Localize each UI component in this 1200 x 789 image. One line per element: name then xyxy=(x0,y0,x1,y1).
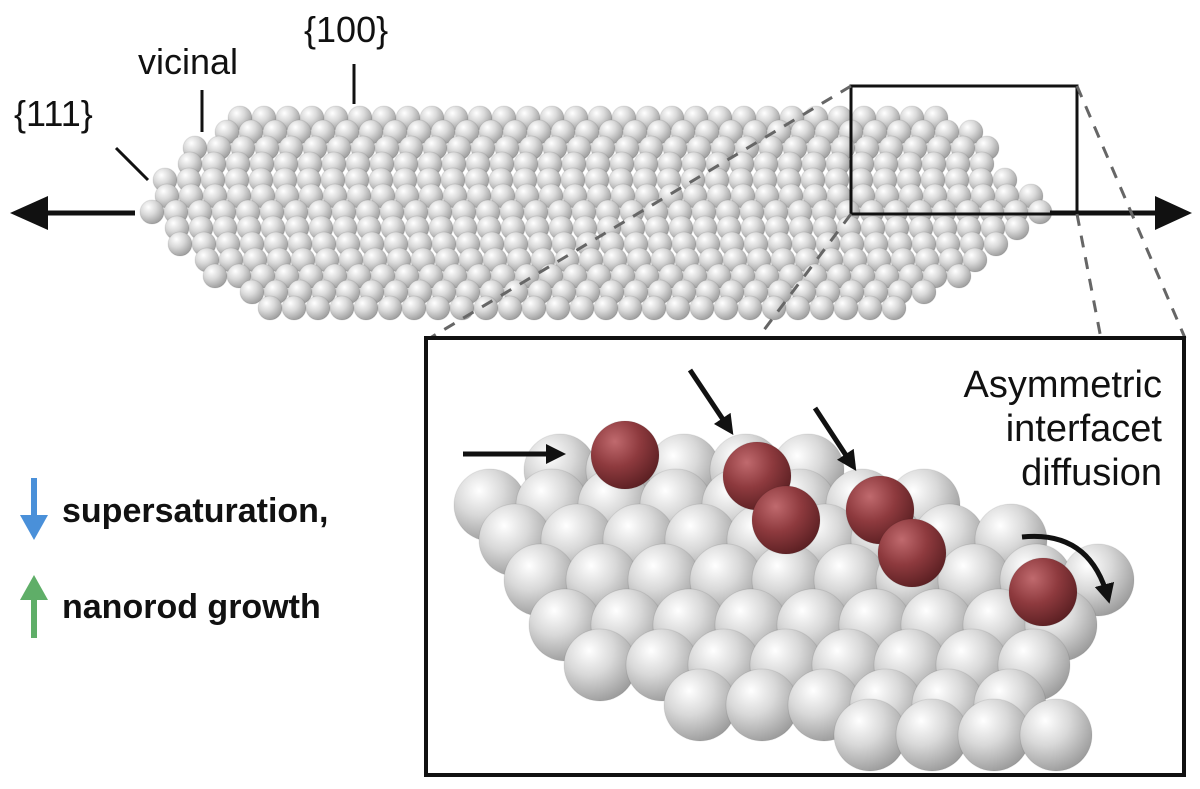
inset-atom xyxy=(725,668,799,742)
rod-atom xyxy=(689,295,715,321)
rod-atom xyxy=(665,295,691,321)
rod-atom xyxy=(761,295,787,321)
annotation-line-1: Asymmetric xyxy=(964,364,1162,406)
adatom xyxy=(751,485,821,555)
legend-nanorod-growth: nanorod growth xyxy=(62,588,321,626)
rod-atom xyxy=(545,295,571,321)
inset-atoms xyxy=(453,420,1135,772)
rod-atom xyxy=(593,295,619,321)
rod-atom xyxy=(257,295,283,321)
rod-atom xyxy=(473,295,499,321)
deposition-arrow xyxy=(687,368,734,435)
rod-atom xyxy=(139,199,165,225)
rod-atom xyxy=(401,295,427,321)
legend-supersaturation: supersaturation, xyxy=(62,492,328,530)
rod-atom xyxy=(809,295,835,321)
rod-atom xyxy=(911,279,937,305)
rod-atom xyxy=(449,295,475,321)
rod-atom xyxy=(617,295,643,321)
rod-atom xyxy=(785,295,811,321)
rod-atom xyxy=(833,295,859,321)
facet-100-label: {100} xyxy=(304,9,388,50)
rod-atom xyxy=(983,231,1009,257)
rod-atom xyxy=(881,295,907,321)
inset-atom xyxy=(833,698,907,772)
rod-atom xyxy=(569,295,595,321)
rod-atom xyxy=(1027,199,1053,225)
legend: supersaturation, nanorod growth xyxy=(20,478,328,638)
rod-atom xyxy=(202,263,228,289)
down-arrow-icon xyxy=(20,478,48,540)
rod-atom xyxy=(329,295,355,321)
rod-atom xyxy=(737,295,763,321)
facet-vicinal-label: vicinal xyxy=(138,41,238,82)
up-arrow-icon xyxy=(20,575,48,638)
adatom xyxy=(1008,557,1078,627)
rod-atom xyxy=(641,295,667,321)
inset-atom xyxy=(895,698,969,772)
deposition-arrow xyxy=(812,406,857,472)
rod-atom xyxy=(946,263,972,289)
adatom xyxy=(590,420,660,490)
rod-atom xyxy=(167,231,193,257)
rod-atom xyxy=(521,295,547,321)
rod-atom xyxy=(713,295,739,321)
inset-atom xyxy=(957,698,1031,772)
rod-atom xyxy=(857,295,883,321)
rod-atom xyxy=(377,295,403,321)
zoom-projection-lines xyxy=(428,84,1187,776)
nanorod-atoms xyxy=(139,105,1053,321)
facet-111-pointer xyxy=(114,146,150,182)
inset-atom xyxy=(663,668,737,742)
inset-atom xyxy=(1019,698,1093,772)
rod-atom xyxy=(425,295,451,321)
growth-left-arrow xyxy=(10,196,135,230)
rod-atom xyxy=(1004,215,1030,241)
inset-atom xyxy=(563,628,637,702)
rod-atom xyxy=(962,247,988,273)
annotation-line-2: interfacet xyxy=(1006,408,1163,450)
rod-atom xyxy=(497,295,523,321)
rod-atom xyxy=(353,295,379,321)
diffusion-curved-arrow xyxy=(1021,533,1115,604)
rod-atom xyxy=(305,295,331,321)
annotation-line-3: diffusion xyxy=(1021,452,1162,494)
zoom-region-box xyxy=(849,84,1079,216)
adatom xyxy=(877,518,947,588)
facet-111-label: {111} xyxy=(14,93,93,134)
deposition-arrows xyxy=(463,368,857,472)
rod-atom xyxy=(281,295,307,321)
